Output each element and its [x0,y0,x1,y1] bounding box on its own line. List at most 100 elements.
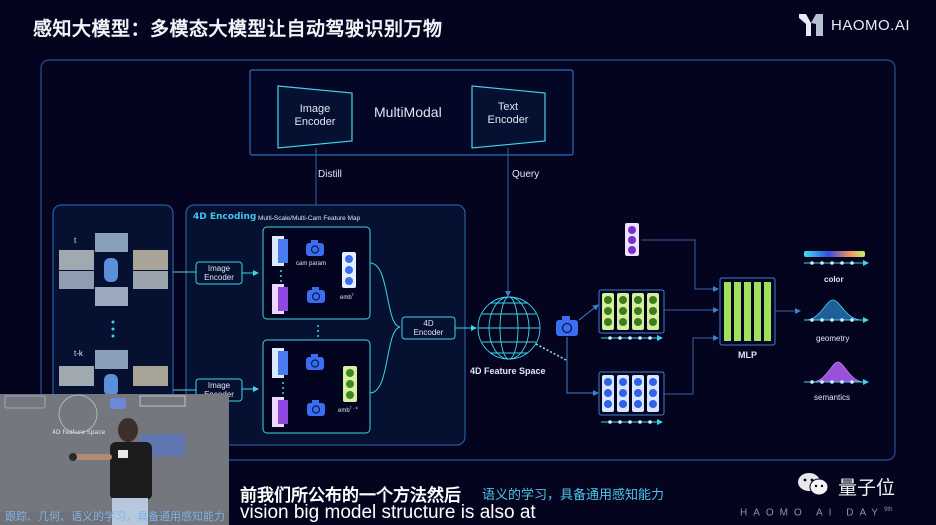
token-dot [634,307,642,315]
axis-dot [648,336,652,340]
microphone [118,450,128,458]
mlp-bar [764,282,771,341]
cam-image [59,250,94,270]
axis-dot [820,318,824,322]
token-dot [634,389,642,397]
token-dot [619,378,627,386]
cam-image [133,250,168,270]
token-dot [649,378,657,386]
axis-dot [820,380,824,384]
output-color-label: color [824,275,844,284]
encoding-4d-title: 4D Encoding [193,212,257,222]
axis-dot [830,261,834,265]
token-dot [649,400,657,408]
multimodal-label: MultiModal [374,104,442,120]
slide-title: 感知大模型：多模态大模型让自动驾驶识别万物 [33,18,443,40]
output-geometry-label: geometry [816,334,850,343]
speaker-video-inset [0,394,229,525]
axis-dot [850,261,854,265]
token-dot [604,307,612,315]
emb-t-label: embT [340,292,355,301]
logo-text: HAOMO.AI [831,16,911,34]
wechat-icon [796,470,832,502]
cam-image [59,366,94,386]
background-caption: 语义的学习，具备通用感知能力 [482,488,665,503]
token-dot [649,389,657,397]
cam-image [59,271,94,289]
token-dot [634,318,642,326]
axis-dot [628,420,632,424]
token-dot [619,307,627,315]
token-dot [619,318,627,326]
inset-camera-icon [110,398,126,409]
cam-param-label: cam param [296,261,327,267]
axis-dot [830,318,834,322]
axis-dot [810,380,814,384]
axis-dot [618,336,622,340]
token-dot [604,296,612,304]
feature-map-box-t [262,226,371,320]
cam-image [95,233,128,252]
axis-dot [810,261,814,265]
inset-caption: 跟踪、几何、语义的学习，具备通用感知能力 [5,510,225,523]
feature-map-label: Multi-Scale/Multi-Cam Feature Map [258,215,361,222]
speaker-head [118,418,138,442]
axis-dot [638,336,642,340]
axis-dot [810,318,814,322]
axis-dot [820,261,824,265]
token-dot [604,400,612,408]
cam-image [133,366,168,386]
mlp-label: MLP [738,350,757,360]
clicker [69,453,77,461]
camera-icon [556,316,578,336]
token-dot [619,296,627,304]
cam-image [95,350,128,369]
axis-dot [830,380,834,384]
camera-frame-group-t [59,233,168,306]
mlp-bar [724,282,731,341]
geometry-distribution [805,299,863,321]
haomo-logo-icon [799,14,823,36]
token-dot [634,296,642,304]
axis-dot [608,336,612,340]
token-dot [634,378,642,386]
watermark-name: 量子位 [838,477,896,499]
axis-dot [850,318,854,322]
semantics-distribution [811,361,865,383]
time-t-label: t [74,236,77,245]
cam-image [133,271,168,289]
axis-dot [840,261,844,265]
token-dot [634,400,642,408]
mm-text-encoder-shape [471,85,546,149]
car-icon [104,258,118,282]
token-dot [604,318,612,326]
axis-dot [850,380,854,384]
outer-frame [40,59,896,461]
event-watermark: HAOMO AI DAY9th [740,507,893,519]
distill-label: Distill [318,169,342,180]
axis-dot [628,336,632,340]
mlp-bar [734,282,741,341]
camera-icon [307,287,325,303]
mlp-bar [754,282,761,341]
output-semantics-label: semantics [814,393,851,402]
inset-encoder-box [4,395,46,409]
token-dot [649,296,657,304]
axis-dot [638,420,642,424]
token-dot [619,389,627,397]
feature-space-globe-icon [477,296,541,360]
token-dot [649,318,657,326]
inset-feature-space-label: 4D Feature Space [52,429,106,436]
feature-space-label: 4D Feature Space [470,366,546,376]
camera-frame-group-tk [59,350,168,396]
subtitle-chinese: 前我们所公布的一个方法然后 [240,486,461,506]
cam-image [95,287,128,306]
camera-icon [306,354,324,370]
speaker-shirt [110,442,152,500]
axis-dot [648,420,652,424]
